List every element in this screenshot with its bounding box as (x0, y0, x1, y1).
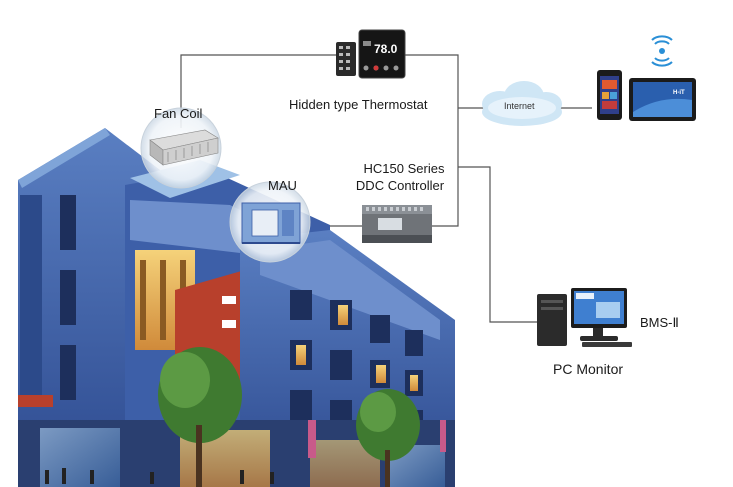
pc-workstation (537, 288, 632, 347)
tablet-brand-text: H-iT (673, 90, 685, 96)
line-controller-to-pc (458, 167, 537, 322)
smartphone-device (597, 70, 622, 120)
line-thermostat-to-controller (405, 55, 458, 226)
fan-coil-label: Fan Coil (154, 106, 202, 121)
bms-label: BMS-Ⅱ (640, 315, 679, 331)
mau-label: MAU (268, 178, 297, 193)
wifi-signal-icon (652, 36, 672, 65)
ddc-controller-device (362, 205, 432, 243)
thermostat-readout: 78.0 (374, 42, 398, 56)
tablet-device: H-iT (629, 78, 696, 121)
thermostat-device: 78.0 (336, 30, 405, 78)
internet-label: Internet (504, 101, 535, 111)
pc-monitor-label: PC Monitor (553, 361, 623, 377)
controller-label-line2: DDC Controller (346, 178, 454, 193)
thermostat-label: Hidden type Thermostat (289, 97, 428, 112)
mau-unit (230, 182, 310, 262)
controller-label-line1: HC150 Series (354, 161, 454, 176)
